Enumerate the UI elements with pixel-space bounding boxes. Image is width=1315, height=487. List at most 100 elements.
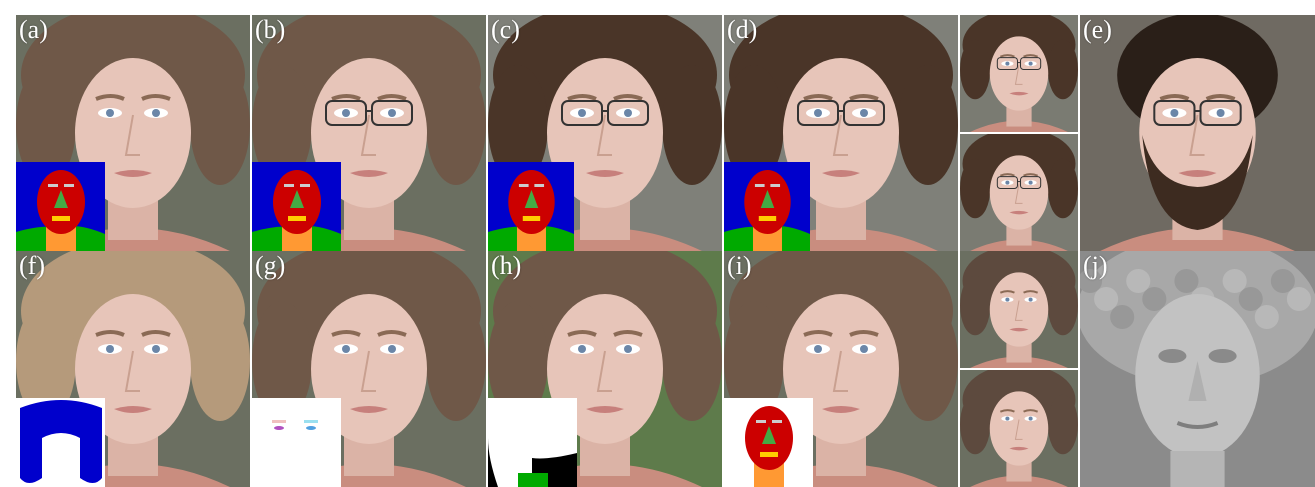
seg-mask-inset xyxy=(16,162,105,251)
mesh-eye xyxy=(1208,349,1237,363)
nose xyxy=(360,350,376,392)
hair-side xyxy=(960,394,991,455)
iris xyxy=(1216,109,1225,117)
face-mask-inset xyxy=(724,398,813,487)
eyebrow xyxy=(1023,409,1039,413)
iris xyxy=(1028,61,1033,66)
iris xyxy=(1005,416,1010,421)
eyebrow xyxy=(613,94,643,101)
eyebrow xyxy=(141,94,171,101)
face-image xyxy=(960,251,1078,368)
seg-mask-inset xyxy=(724,162,810,251)
mesh-mouth xyxy=(1176,421,1219,429)
face-image xyxy=(960,370,1078,487)
iris xyxy=(106,109,114,117)
iris xyxy=(1028,416,1033,421)
mask-nose xyxy=(762,426,776,444)
hair-side xyxy=(724,65,784,185)
glasses-lens xyxy=(561,100,603,126)
eyebrow xyxy=(999,54,1015,58)
hair-side xyxy=(1047,394,1078,455)
white-seg-inset xyxy=(488,398,577,487)
glasses-lens xyxy=(797,100,839,126)
iris xyxy=(814,109,822,117)
mesh-curl xyxy=(1142,287,1167,311)
panel-i-variant-bottom xyxy=(960,370,1078,487)
eyebrow xyxy=(1159,94,1190,101)
eyebrow xyxy=(1023,173,1039,177)
iris xyxy=(1005,61,1010,66)
hair-side xyxy=(16,65,76,185)
glasses-lens xyxy=(325,100,367,126)
hair-side xyxy=(898,301,958,421)
panel-f: (f) xyxy=(16,251,250,487)
mesh-neck xyxy=(1170,451,1225,487)
hair-side xyxy=(488,301,548,421)
iris xyxy=(1005,180,1010,185)
mask-brow xyxy=(772,420,782,423)
beard xyxy=(1142,135,1253,230)
eyebrow xyxy=(1023,290,1039,294)
hair-side xyxy=(960,158,991,219)
mesh-curl xyxy=(1254,305,1279,329)
hair-side xyxy=(960,39,991,100)
mask-brow xyxy=(756,420,766,423)
hair-side xyxy=(960,275,991,336)
hair-side xyxy=(662,301,722,421)
mask-brow xyxy=(518,184,529,187)
eyebrow xyxy=(141,330,171,337)
mouth xyxy=(1009,446,1029,451)
iris xyxy=(342,345,350,353)
hair-side xyxy=(724,301,784,421)
mesh-nose xyxy=(1188,361,1207,401)
eyebrow xyxy=(803,94,833,101)
nose xyxy=(832,350,848,392)
hair-side xyxy=(190,301,250,421)
hair-side xyxy=(16,301,76,421)
mask-background xyxy=(252,398,341,487)
eyebrow xyxy=(95,330,125,337)
mask-cloth xyxy=(518,473,548,487)
mouth xyxy=(1009,327,1029,332)
iris xyxy=(1005,297,1010,302)
mask-brow xyxy=(284,184,294,187)
panel-g: (g) xyxy=(252,251,486,487)
mask-mouth xyxy=(758,216,777,221)
iris xyxy=(388,345,396,353)
iris xyxy=(388,109,396,117)
mask-brow xyxy=(300,184,310,187)
panel-d-variant-top xyxy=(960,15,1078,132)
face xyxy=(989,36,1049,111)
mouth xyxy=(1009,91,1029,96)
panel-d: (d) xyxy=(724,15,958,251)
iris xyxy=(152,345,160,353)
face-image xyxy=(724,15,958,251)
mesh-image xyxy=(1080,251,1315,487)
eyebrow xyxy=(999,290,1015,294)
eyebrow xyxy=(95,94,125,101)
face-image xyxy=(252,15,486,251)
iris xyxy=(624,109,632,117)
hair-side xyxy=(426,65,486,185)
iris xyxy=(814,345,822,353)
nose xyxy=(596,114,612,156)
mouth xyxy=(1178,170,1217,177)
eyebrow xyxy=(999,409,1015,413)
glasses-lens xyxy=(371,100,413,126)
hair-side xyxy=(426,301,486,421)
face-image xyxy=(16,251,250,487)
nose xyxy=(1014,64,1023,85)
mask-mouth xyxy=(52,216,70,221)
mouth xyxy=(114,170,152,177)
mesh-curl xyxy=(1080,269,1103,293)
hair-side xyxy=(1047,275,1078,336)
eyebrow xyxy=(377,330,407,337)
mask-brow xyxy=(48,184,58,187)
glasses-lens xyxy=(996,57,1018,71)
face-image xyxy=(724,251,958,487)
mask-brow xyxy=(304,420,318,423)
mask-brow xyxy=(754,184,765,187)
panel-i: (i) xyxy=(724,251,958,487)
glasses-lens xyxy=(1020,57,1042,71)
panel-j: (j) xyxy=(1080,251,1315,487)
